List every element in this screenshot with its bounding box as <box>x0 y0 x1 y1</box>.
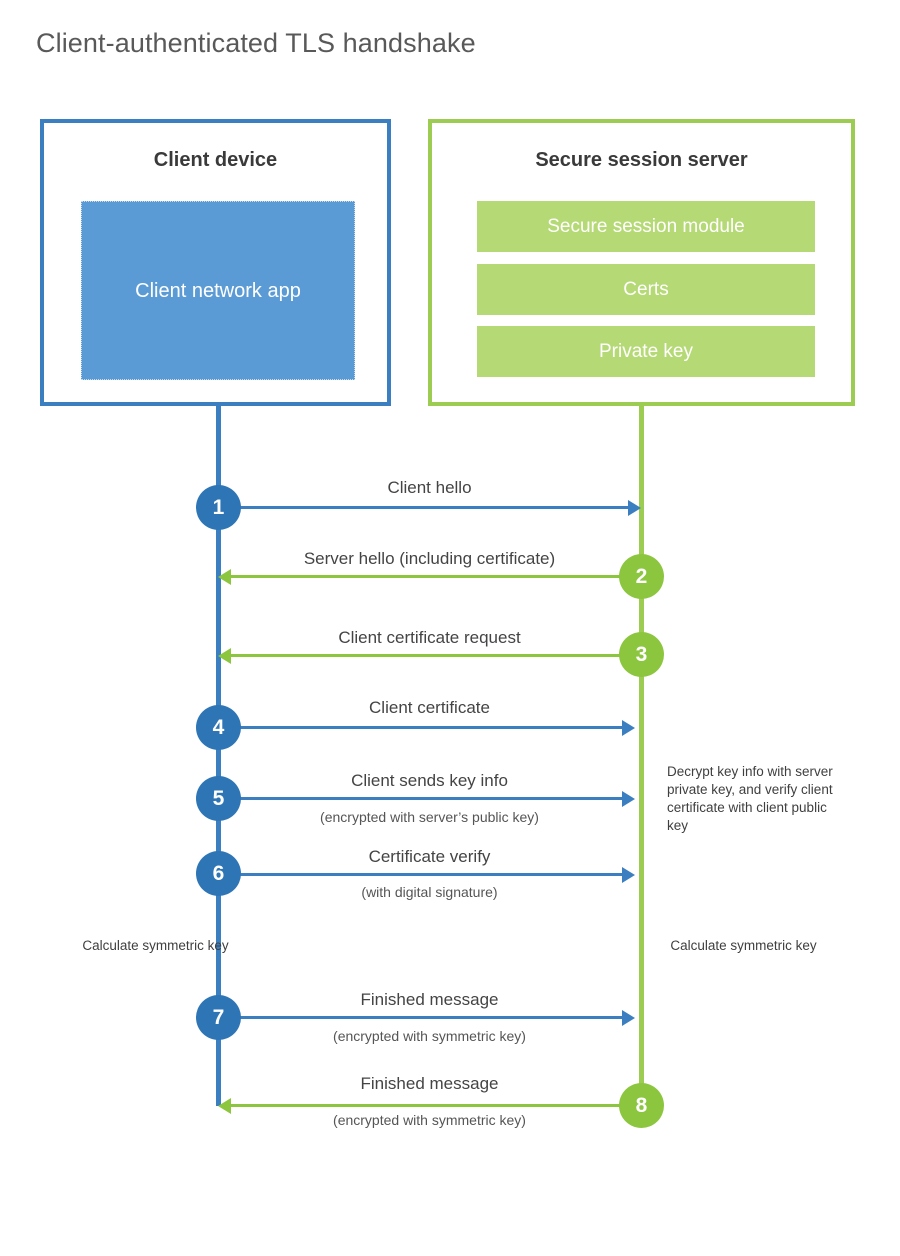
step-4-arrowhead <box>622 720 635 736</box>
step-3-label: Client certificate request <box>338 628 521 647</box>
step-2-label: Server hello (including certificate) <box>303 549 556 568</box>
step-6-sublabel: (with digital signature) <box>361 884 498 900</box>
step-7-arrowhead <box>622 1010 635 1026</box>
step-8-label: Finished message <box>360 1074 499 1093</box>
server-lifeline <box>639 406 644 1106</box>
step-4-marker[interactable]: 4 <box>196 705 241 750</box>
step-3-marker[interactable]: 3 <box>619 632 664 677</box>
server-module-label: Private key <box>599 340 693 362</box>
step-8-arrow-line <box>231 1104 641 1107</box>
step-5-label: Client sends key info <box>351 771 508 790</box>
step-8-sublabel: (encrypted with symmetric key) <box>333 1112 526 1128</box>
step-4-label: Client certificate <box>369 698 490 717</box>
secure-session-server-box: Secure session server Secure session mod… <box>428 119 855 406</box>
secure-session-server-title: Secure session server <box>535 149 748 171</box>
step-6-label: Certificate verify <box>368 847 491 866</box>
step-5-sublabel: (encrypted with server’s public key) <box>320 809 539 825</box>
step-5-arrow-line <box>218 797 622 800</box>
step-8-marker[interactable]: 8 <box>619 1083 664 1128</box>
client-network-app-block: Client network app <box>81 201 355 380</box>
page-title: Client-authenticated TLS handshake <box>36 28 476 58</box>
step-7-label: Finished message <box>360 990 499 1009</box>
step-1-arrowhead <box>628 500 641 516</box>
client-device-title: Client device <box>153 149 278 171</box>
step-7-arrow-line <box>218 1016 622 1019</box>
step-3-arrowhead <box>218 648 231 664</box>
server-calculate-symmetric-key-note: Calculate symmetric key <box>670 938 817 953</box>
client-network-app-label: Client network app <box>135 279 301 302</box>
client-calculate-symmetric-key-note: Calculate symmetric key <box>82 938 229 953</box>
client-lifeline <box>216 406 221 1106</box>
step-1-marker[interactable]: 1 <box>196 485 241 530</box>
step-1-arrow-line <box>218 506 628 509</box>
server-module-label: Certs <box>623 278 669 300</box>
step-5-arrowhead <box>622 791 635 807</box>
step-6-arrowhead <box>622 867 635 883</box>
step-7-marker[interactable]: 7 <box>196 995 241 1040</box>
server-module-certs: Certs <box>477 264 815 315</box>
server-module-private-key: Private key <box>477 326 815 377</box>
server-decrypt-note: Decrypt key info with server private key… <box>667 764 833 833</box>
step-6-marker[interactable]: 6 <box>196 851 241 896</box>
step-2-arrow-line <box>231 575 641 578</box>
step-2-marker[interactable]: 2 <box>619 554 664 599</box>
step-3-arrow-line <box>231 654 641 657</box>
step-6-arrow-line <box>218 873 622 876</box>
server-module-label: Secure session module <box>547 215 745 237</box>
step-4-arrow-line <box>218 726 622 729</box>
server-module-secure-session-module: Secure session module <box>477 201 815 252</box>
step-8-arrowhead <box>218 1098 231 1114</box>
step-7-sublabel: (encrypted with symmetric key) <box>333 1028 526 1044</box>
step-2-arrowhead <box>218 569 231 585</box>
step-1-label: Client hello <box>387 478 472 497</box>
step-5-marker[interactable]: 5 <box>196 776 241 821</box>
client-device-box: Client device Client network app <box>40 119 391 406</box>
